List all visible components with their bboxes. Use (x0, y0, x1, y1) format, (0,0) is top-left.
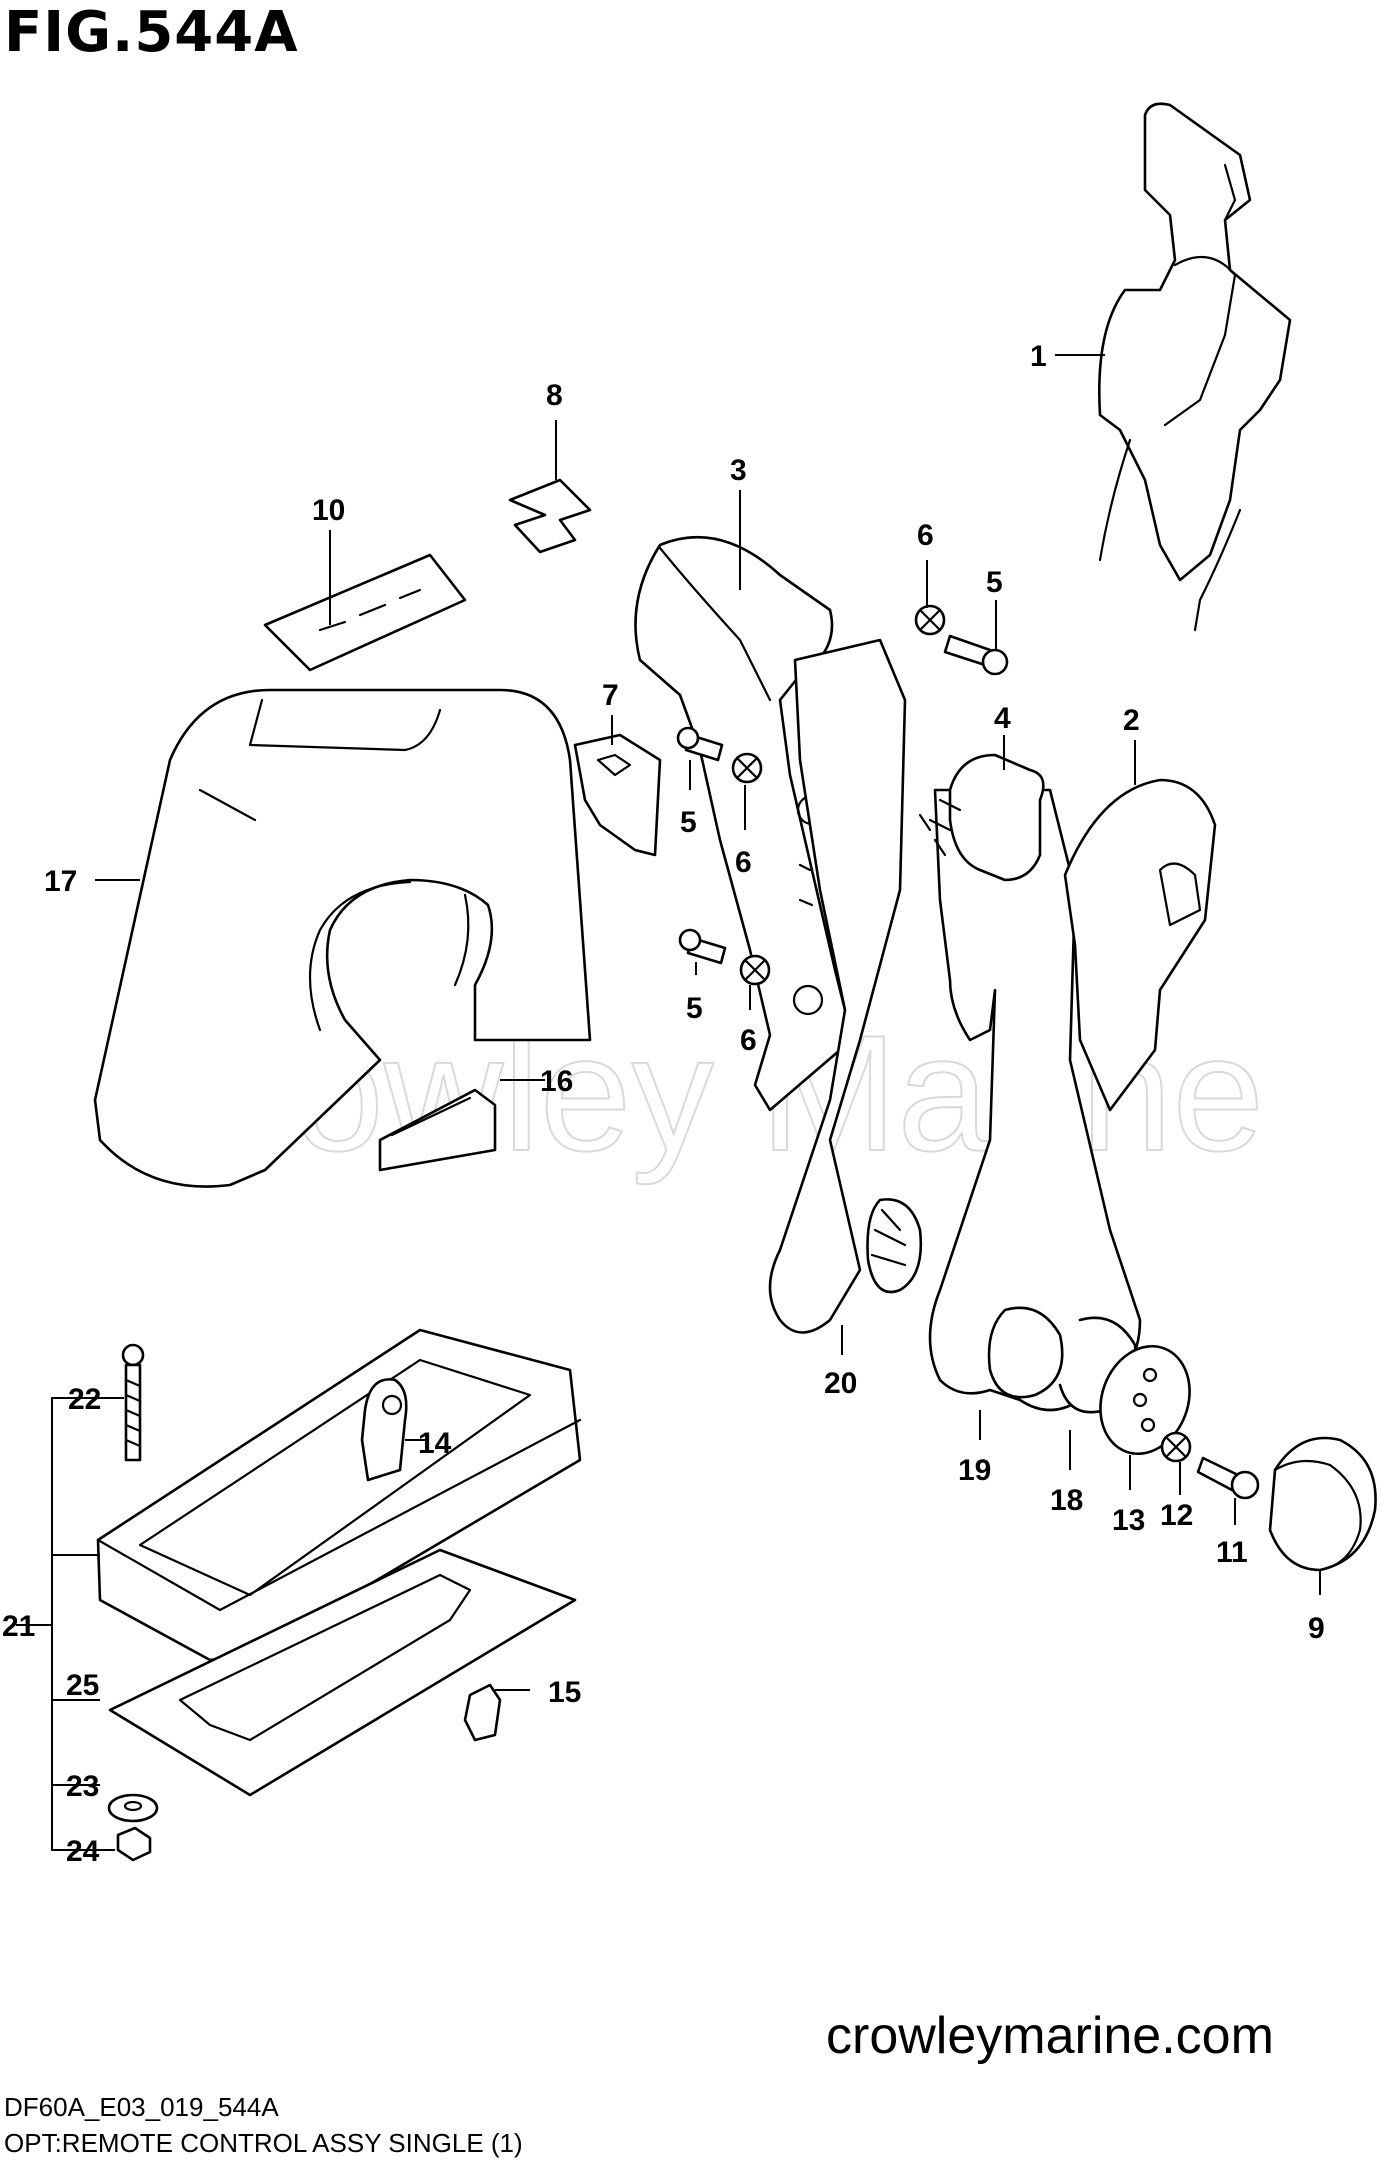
figure-code: DF60A_E03_019_544A (4, 2092, 279, 2122)
website-url: crowleymarine.com (826, 2007, 1274, 2065)
figure-title: FIG.544A (4, 0, 299, 65)
figure-subtitle: OPT:REMOTE CONTROL ASSY SINGLE (1) (4, 2128, 523, 2158)
part-20-gear-lever (768, 638, 923, 1334)
callout-23: 23 (66, 1770, 99, 1803)
callout-17: 17 (44, 865, 77, 898)
part-5-screw-b (676, 726, 724, 762)
part-16-shim (378, 1088, 497, 1172)
part-11-screw (1196, 1456, 1260, 1500)
part-8-emblem (508, 478, 592, 554)
part-10-decal (263, 553, 467, 672)
callout-4: 4 (994, 702, 1011, 735)
part-7-bracket (573, 733, 662, 857)
callout-10: 10 (312, 494, 345, 527)
callout-labels: 1 2 3 4 5 5 5 6 6 6 7 8 9 10 11 12 13 14… (2, 340, 1325, 1868)
callout-21: 21 (2, 1610, 35, 1643)
part-13-plate (1099, 1344, 1191, 1456)
callout-1: 1 (1030, 340, 1047, 373)
callout-9: 9 (1308, 1612, 1325, 1645)
callout-2: 2 (1123, 704, 1140, 737)
callout-5a: 5 (986, 566, 1003, 599)
part-22-bolt (121, 1343, 145, 1462)
callout-25: 25 (66, 1669, 99, 1702)
callout-3: 3 (730, 454, 747, 487)
callout-7: 7 (602, 679, 619, 712)
callout-11: 11 (1216, 1536, 1248, 1569)
part-24-nut (116, 1826, 152, 1862)
callout-8: 8 (546, 379, 563, 412)
part-2-lever (1063, 778, 1217, 1112)
part-6-washer-c (739, 954, 771, 986)
callout-20: 20 (824, 1367, 857, 1400)
part-5-screw-a (943, 634, 1009, 676)
part-5-screw-c (678, 928, 727, 965)
callout-16: 16 (540, 1065, 573, 1098)
callout-19: 19 (958, 1454, 991, 1487)
part-25-gasket (108, 1548, 577, 1797)
part-1-remote-control (1098, 102, 1292, 632)
part-6-washer-a (914, 604, 946, 636)
part-21-base (96, 1328, 582, 1662)
callout-22: 22 (68, 1383, 101, 1416)
callout-6a: 6 (917, 519, 934, 552)
part-9-cap (1268, 1436, 1377, 1572)
part-4-switch (918, 753, 1045, 882)
part-14-pin (360, 1378, 408, 1482)
leader-lines (16, 354, 1321, 1851)
callout-18: 18 (1050, 1484, 1083, 1517)
callout-5b: 5 (680, 806, 697, 839)
part-12-washer (1160, 1431, 1192, 1463)
callout-13: 13 (1112, 1504, 1145, 1537)
callout-12: 12 (1160, 1499, 1193, 1532)
callout-15: 15 (548, 1676, 581, 1709)
part-6-washer-b (731, 752, 763, 784)
part-15-clip (463, 1683, 502, 1742)
part-23-washer (107, 1793, 159, 1823)
callout-6b: 6 (735, 846, 752, 879)
callout-5c: 5 (686, 992, 703, 1025)
callout-6c: 6 (740, 1024, 757, 1057)
part-17-cover (93, 688, 592, 1188)
callout-14: 14 (418, 1427, 452, 1460)
callout-24: 24 (66, 1835, 100, 1868)
